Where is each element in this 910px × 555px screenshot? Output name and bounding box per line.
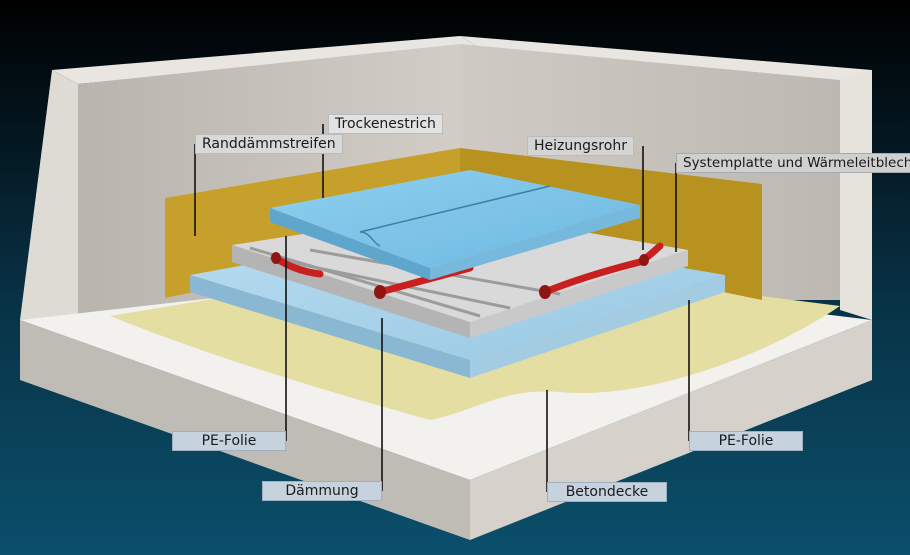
pipe-ends — [271, 252, 649, 299]
right-wall-top-edge — [460, 36, 872, 82]
dry-screed-front-left — [270, 208, 430, 280]
label-trockenestrich: Trockenestrich — [328, 114, 443, 134]
leader-lines — [194, 124, 690, 492]
insulation-layer-front-right — [470, 275, 725, 378]
right-wall-end — [840, 70, 872, 320]
label-pe-folie-right: PE-Folie — [689, 431, 803, 451]
insulation-layer-front-left — [190, 275, 470, 378]
dry-screed-front-right — [430, 205, 640, 280]
left-wall-top-edge — [52, 36, 476, 84]
label-daemmung: Dämmung — [262, 481, 382, 501]
dry-screed-top — [270, 170, 640, 268]
dry-screed-joint — [359, 185, 551, 247]
label-systemplatte: Systemplatte und Wärmeleitbleche — [676, 153, 910, 173]
label-pe-folie-left: PE-Folie — [172, 431, 286, 451]
label-randdaemmstreifen: Randdämmstreifen — [195, 134, 343, 154]
left-wall-end — [20, 70, 78, 320]
system-board-front-right — [470, 250, 688, 338]
label-betondecke: Betondecke — [547, 482, 667, 502]
label-heizungsrohr: Heizungsrohr — [527, 136, 634, 156]
